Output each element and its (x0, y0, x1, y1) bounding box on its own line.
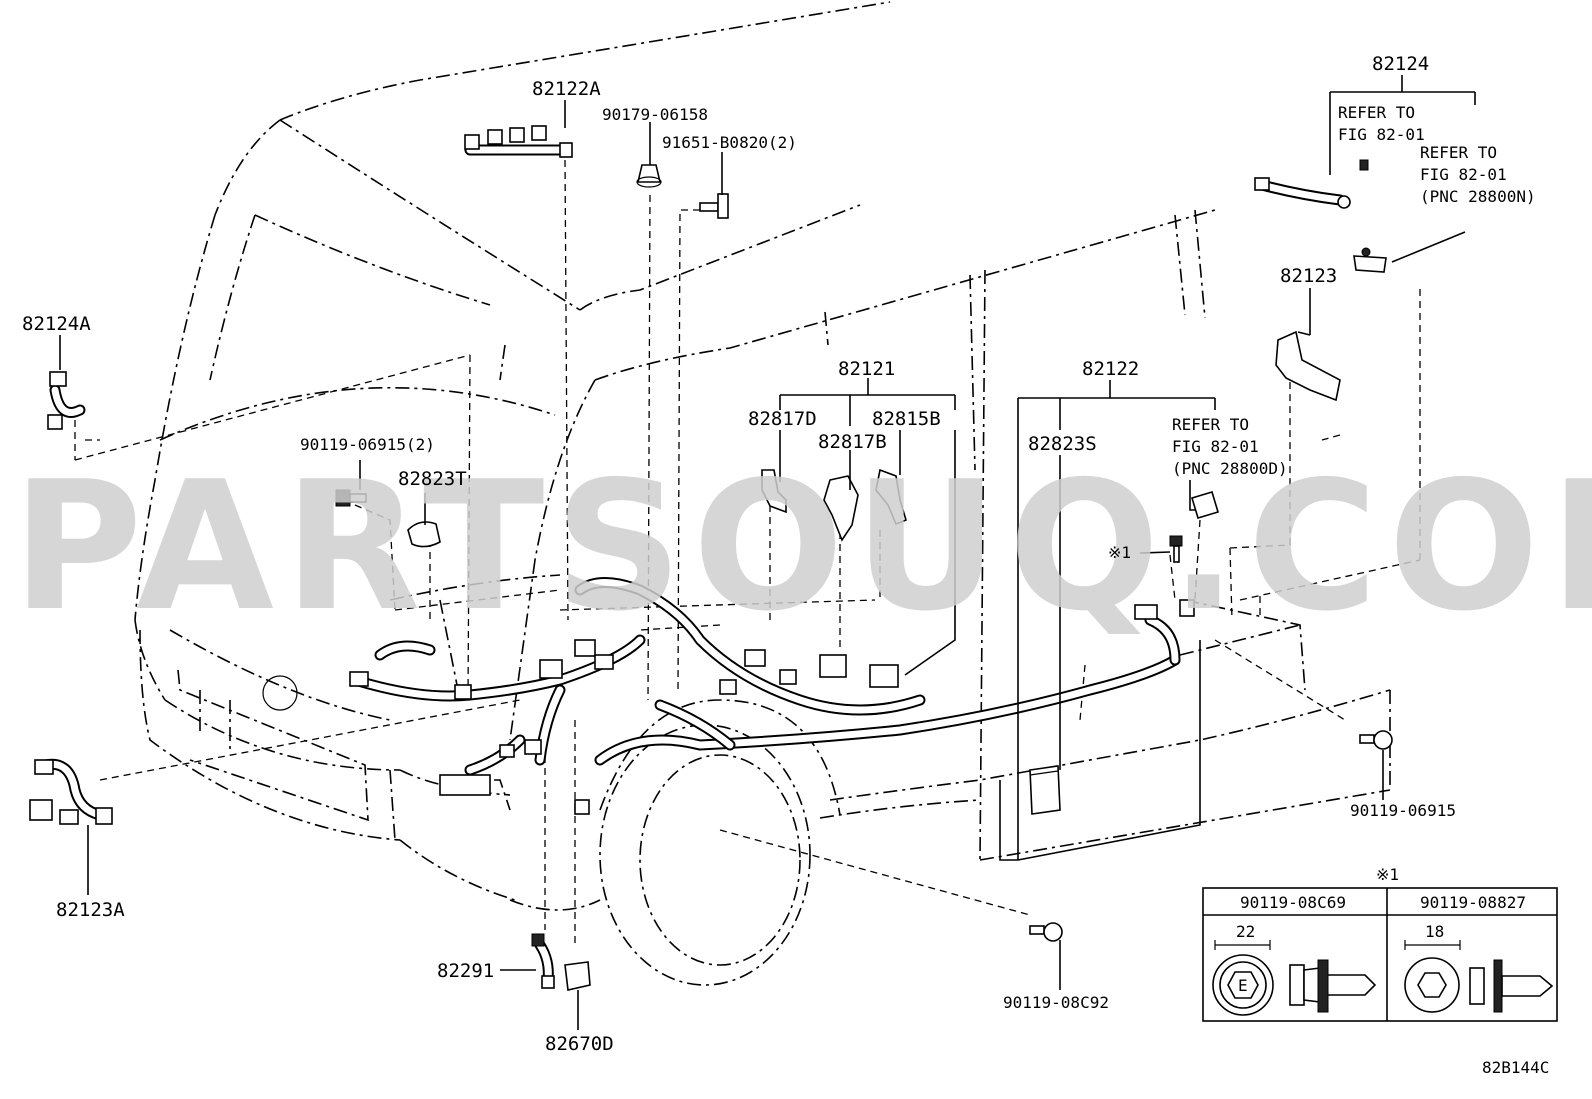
label-90119-06915-2[interactable]: 90119-06915(2) (300, 435, 435, 454)
label-90119-08C92[interactable]: 90119-08C92 (1003, 993, 1109, 1012)
part-82823T-illustration (407, 521, 441, 548)
part-82291-illustration (531, 933, 555, 989)
bolt-table-col1-dim: 22 (1236, 922, 1255, 941)
refer-note-1-line2: FIG 82-01 (1338, 125, 1425, 144)
label-82670D[interactable]: 82670D (545, 1033, 614, 1055)
refer-note-2-line1: REFER TO (1420, 143, 1497, 162)
bolt-table-marker: ※1 (1376, 865, 1399, 884)
label-brackets (59, 75, 1476, 1030)
part-82815B-illustration (875, 468, 907, 526)
part-82823S-illustration (1029, 765, 1061, 815)
part-82670D-illustration (564, 961, 591, 991)
bolt-head-mark: E (1238, 976, 1248, 995)
label-90119-06915[interactable]: 90119-06915 (1350, 801, 1456, 820)
bolt-90119-06915 (1359, 730, 1393, 750)
diagram-code: 82B144C (1482, 1058, 1549, 1077)
bolt-note-1 (1169, 535, 1183, 563)
refer-note-1-line1: REFER TO (1338, 103, 1415, 122)
bolt-table-col2-dim: 18 (1425, 922, 1444, 941)
label-82122[interactable]: 82122 (1082, 358, 1139, 380)
wiring-harness (349, 577, 1195, 815)
part-82122A-illustration (464, 125, 573, 158)
label-82815B[interactable]: 82815B (872, 408, 941, 430)
part-82123-illustration (1275, 330, 1341, 402)
bolt-90119-06915-2 (335, 489, 367, 507)
label-82817D[interactable]: 82817D (748, 408, 817, 430)
label-82823T[interactable]: 82823T (398, 468, 467, 490)
nut-90179-06158 (636, 164, 662, 188)
refer-note-3-line2: FIG 82-01 (1172, 437, 1259, 456)
bolt-90119-08C92 (1029, 922, 1063, 942)
refer-note-3-line1: REFER TO (1172, 415, 1249, 434)
label-82124[interactable]: 82124 (1372, 53, 1429, 75)
label-82823S[interactable]: 82823S (1028, 433, 1097, 455)
label-82291[interactable]: 82291 (437, 960, 494, 982)
watermark: PARTSOUQ.COM (12, 443, 1592, 650)
refer-note-2-line2: FIG 82-01 (1420, 165, 1507, 184)
label-82121[interactable]: 82121 (838, 358, 895, 380)
note-marker-1: ※1 (1108, 543, 1131, 562)
label-90179-06158[interactable]: 90179-06158 (602, 105, 708, 124)
part-82124-illustration (1254, 159, 1387, 273)
bolt-90119-08C69-drawing (1212, 940, 1377, 1016)
part-labels: 82124 REFER TO FIG 82-01 REFER TO FIG 82… (22, 53, 1549, 1077)
vehicle-body-outline (134, 1, 1391, 986)
label-82122A[interactable]: 82122A (532, 78, 601, 100)
label-82817B[interactable]: 82817B (818, 431, 887, 453)
bolt-table-col1-part[interactable]: 90119-08C69 (1240, 893, 1346, 912)
bolt-table (1202, 887, 1558, 1022)
label-82123[interactable]: 82123 (1280, 265, 1337, 287)
relay-28800D-illustration (1191, 491, 1219, 519)
label-82123A[interactable]: 82123A (56, 899, 125, 921)
bolt-90119-08827-drawing (1404, 940, 1554, 1013)
label-91651-B0820[interactable]: 91651-B0820(2) (662, 133, 797, 152)
part-82817D-illustration (761, 469, 787, 514)
bolt-table-col2-part[interactable]: 90119-08827 (1420, 893, 1526, 912)
part-82123A-illustration (29, 758, 113, 825)
label-82124A[interactable]: 82124A (22, 313, 91, 335)
leader-lines (74, 159, 1421, 945)
part-82124A-illustration (47, 371, 86, 430)
bolt-91651-B0820 (699, 193, 729, 219)
refer-note-2-line3: (PNC 28800N) (1420, 187, 1536, 206)
refer-note-3-line3: (PNC 28800D) (1172, 459, 1288, 478)
